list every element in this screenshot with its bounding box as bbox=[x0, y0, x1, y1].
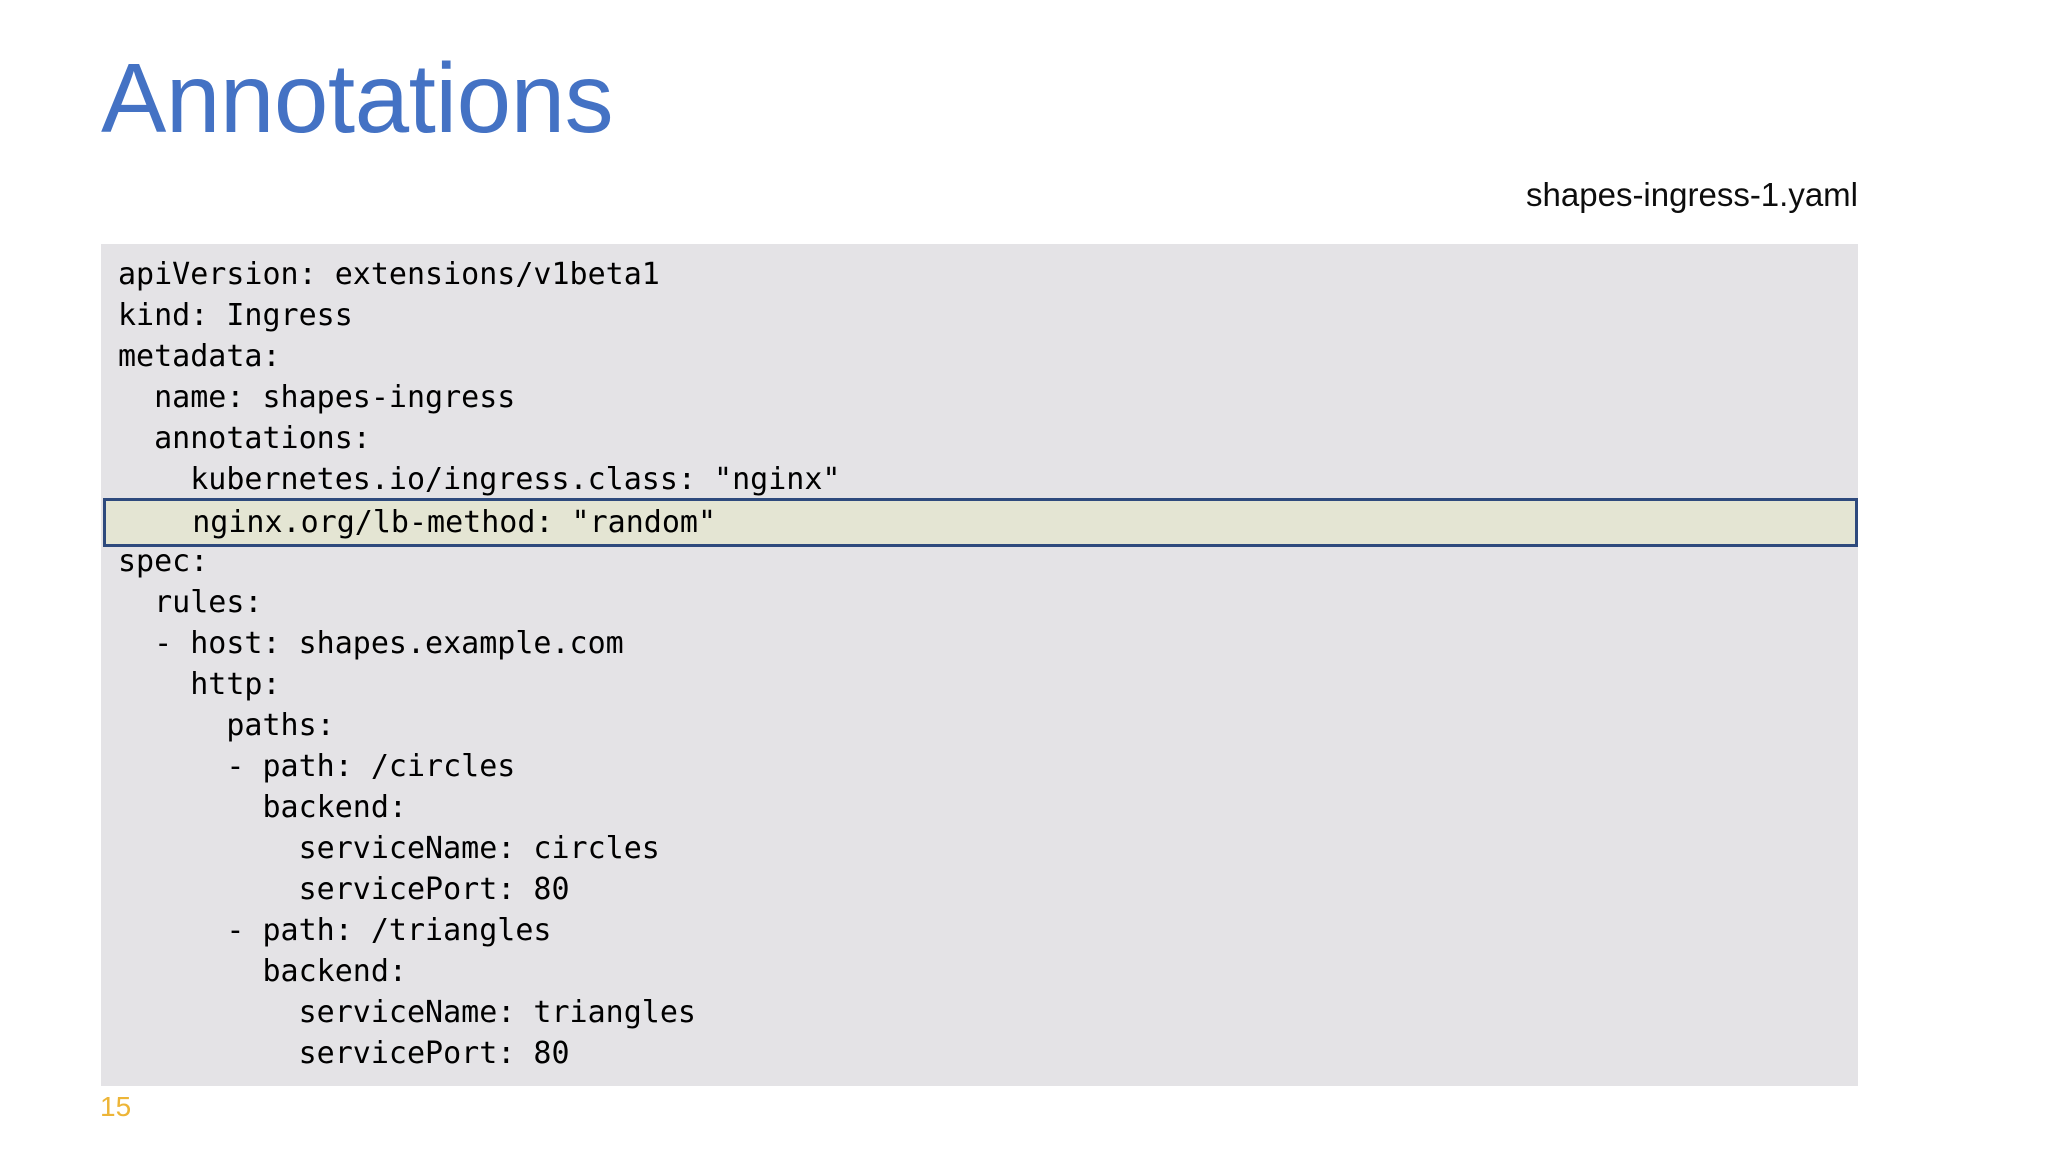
code-line: - path: /circles bbox=[118, 749, 516, 784]
highlight-callout-box: nginx.org/lb-method: "random" bbox=[103, 498, 1858, 547]
page-title: Annotations bbox=[101, 43, 614, 153]
code-line: metadata: bbox=[118, 339, 281, 374]
code-line: backend: bbox=[118, 790, 407, 825]
code-block: apiVersion: extensions/v1beta1 kind: Ing… bbox=[101, 244, 1858, 1086]
code-line: backend: bbox=[118, 954, 407, 989]
code-line: rules: bbox=[118, 585, 263, 620]
code-line: serviceName: circles bbox=[118, 831, 660, 866]
highlighted-code-line: nginx.org/lb-method: "random" bbox=[120, 505, 717, 540]
code-line: kubernetes.io/ingress.class: "nginx" bbox=[118, 462, 841, 497]
code-line: servicePort: 80 bbox=[118, 872, 570, 907]
code-line: paths: bbox=[118, 708, 335, 743]
slide-number: 15 bbox=[100, 1091, 132, 1122]
code-line: - path: /triangles bbox=[118, 913, 552, 948]
code-line: kind: Ingress bbox=[118, 298, 353, 333]
code-line: servicePort: 80 bbox=[118, 1036, 570, 1071]
code-line: annotations: bbox=[118, 421, 371, 456]
code-line: spec: bbox=[118, 544, 209, 579]
file-name-caption: shapes-ingress-1.yaml bbox=[1526, 176, 1858, 213]
code-line: - host: shapes.example.com bbox=[118, 626, 624, 661]
code-line: name: shapes-ingress bbox=[118, 380, 516, 415]
code-line: http: bbox=[118, 667, 281, 702]
code-line: apiVersion: extensions/v1beta1 bbox=[118, 257, 660, 292]
code-line: serviceName: triangles bbox=[118, 995, 696, 1030]
